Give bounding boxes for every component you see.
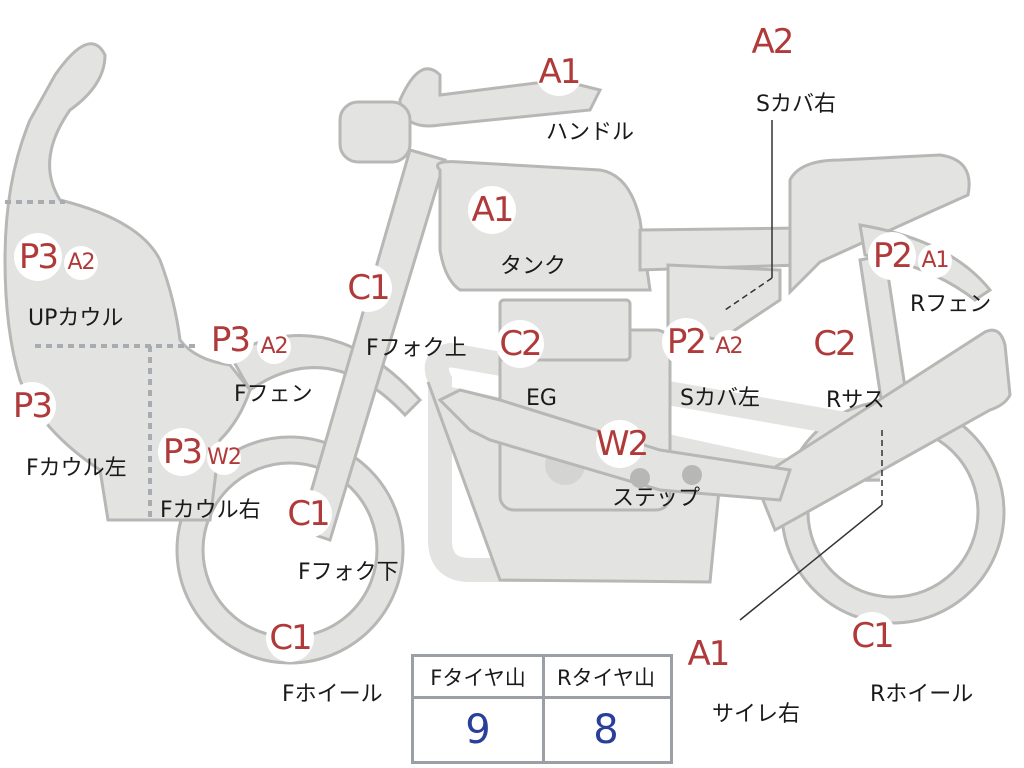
- code-badge: C1: [266, 614, 314, 662]
- front-wheel-rim: [175, 435, 405, 665]
- part-label-r-wheel: Rホイール: [870, 682, 974, 707]
- part-label-f-wheel: Fホイール: [282, 682, 383, 707]
- code-badge-secondary: A1: [918, 244, 952, 278]
- front-wheel-inner: [201, 461, 379, 639]
- step-peg-a: [630, 468, 650, 488]
- code-badge-secondary: W2: [207, 441, 242, 475]
- code-badge: P3: [206, 316, 254, 364]
- tire-value-front: 9: [465, 707, 491, 753]
- code-badge: P3: [158, 428, 206, 476]
- part-label-f-fork-upper: Fフォク上: [366, 336, 467, 361]
- part-label-up-cowl: UPカウル: [28, 306, 124, 331]
- code-badge: C2: [496, 320, 544, 368]
- part-label-f-cowl-right: Fカウル右: [160, 498, 261, 523]
- part-label-tank: タンク: [500, 254, 567, 279]
- tire-value-rear: 8: [593, 707, 619, 753]
- code-badge-secondary: A2: [257, 330, 291, 364]
- part-label-step: ステップ: [612, 486, 701, 511]
- part-label-r-fender: Rフェン: [910, 292, 992, 317]
- code-badge-secondary: A2: [64, 246, 98, 280]
- part-label-f-cowl-left: Fカウル左: [26, 456, 127, 481]
- tire-header-rear: Rタイヤ山: [542, 657, 670, 699]
- code-badge: C1: [284, 490, 332, 538]
- code-badge: A2: [748, 18, 796, 66]
- code-badge: P2: [662, 318, 710, 366]
- seat-shape: [638, 226, 802, 272]
- part-label-r-suspension: Rサス: [826, 388, 885, 413]
- code-badge: P3: [8, 382, 56, 430]
- headlight-shape: [338, 100, 412, 164]
- part-label-handle: ハンドル: [546, 120, 635, 145]
- code-badge: A1: [468, 186, 516, 234]
- part-label-silencer-right: サイレ右: [712, 702, 801, 727]
- code-badge: P3: [14, 233, 62, 281]
- part-label-f-fork-lower: Fフォク下: [298, 560, 399, 585]
- leader-silencer-2: [739, 504, 883, 621]
- part-label-s-cover-right: Sカバ右: [756, 92, 836, 117]
- code-badge-secondary: A2: [712, 330, 746, 364]
- part-label-s-cover-left: Sカバ左: [680, 386, 760, 411]
- code-badge: C1: [344, 264, 392, 312]
- code-badge: C1: [848, 612, 896, 660]
- code-badge: W2: [596, 420, 649, 468]
- fork-shape: [298, 148, 447, 542]
- part-label-f-fender: Fフェン: [234, 382, 313, 407]
- tail-shape: [788, 153, 971, 296]
- code-badge: A1: [535, 48, 583, 96]
- code-badge: P2: [868, 232, 916, 280]
- code-badge: A1: [684, 630, 732, 678]
- table-divider: [542, 657, 545, 761]
- code-badge: C2: [810, 320, 858, 368]
- tire-tread-table: Fタイヤ山 Rタイヤ山 9 8: [411, 654, 673, 764]
- step-peg-b: [682, 465, 702, 485]
- tire-header-front: Fタイヤ山: [414, 657, 542, 699]
- part-label-eg: EG: [526, 386, 557, 411]
- fairing-shape: [3, 42, 252, 522]
